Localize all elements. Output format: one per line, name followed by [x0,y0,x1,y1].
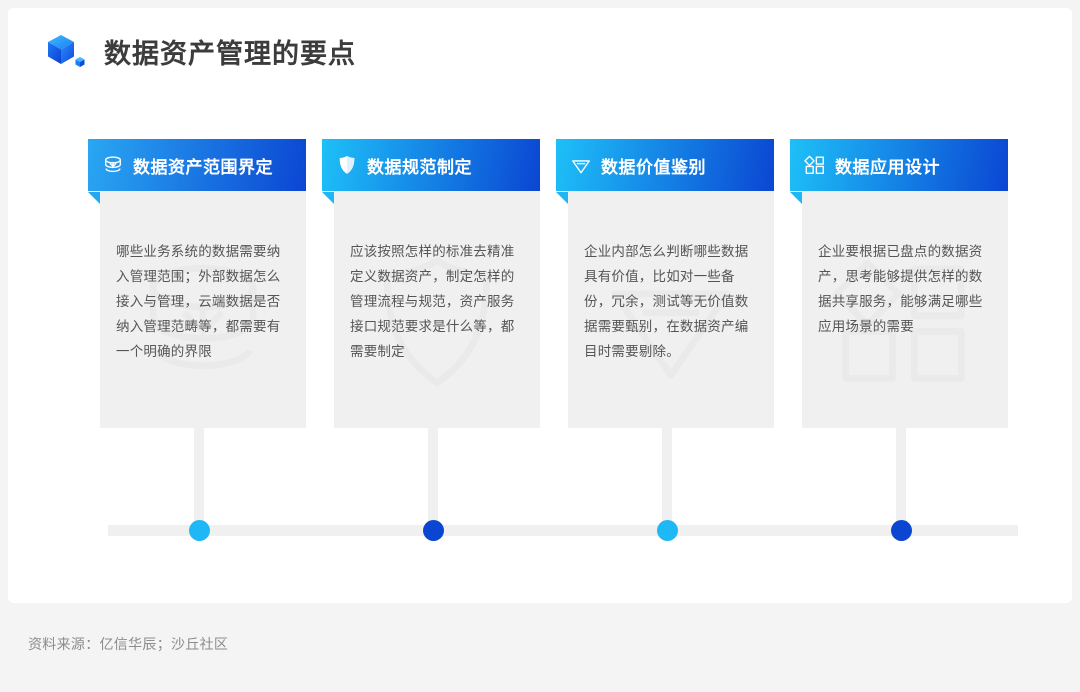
diamond-gem-icon [570,154,592,176]
card-1[interactable]: 数据资产范围界定 哪些业务系统的数据需要纳入管理范围；外部数据怎么接入 [88,139,306,429]
card-4-ribbon: 数据应用设计 [790,139,1008,191]
connector-4 [896,428,906,528]
blocks-grid-icon [804,154,826,176]
card-4-body: 企业要根据已盘点的数据资产，思考能够提供怎样的数据共享服务，能够满足哪些应用场景… [802,191,1008,428]
database-stack-icon [102,154,124,176]
card-1-title: 数据资产范围界定 [133,157,273,177]
card-1-ribbon: 数据资产范围界定 [88,139,306,191]
card-3-text: 企业内部怎么判断哪些数据具有价值，比如对一些备份，冗余，测试等无价值数据需要甄别… [584,244,749,359]
source-note: 资料来源：亿信华辰；沙丘社区 [28,636,229,652]
slide-canvas: 数据资产管理的要点 数据资产范围界定 [8,8,1072,603]
card-3-body: 企业内部怎么判断哪些数据具有价值，比如对一些备份，冗余，测试等无价值数据需要甄别… [568,191,774,428]
card-1-text: 哪些业务系统的数据需要纳入管理范围；外部数据怎么接入与管理，云端数据是否纳入管理… [116,244,281,359]
cards-row: 数据资产范围界定 哪些业务系统的数据需要纳入管理范围；外部数据怎么接入 [88,139,1018,429]
timeline-dot-4[interactable] [891,520,912,541]
page-title: 数据资产管理的要点 [104,38,356,69]
card-3-fold [556,191,568,204]
card-2[interactable]: 数据规范制定 应该按照怎样的标准去精准定义数据资产，制定怎样的管理流程与规范，资… [322,139,540,429]
card-1-body: 哪些业务系统的数据需要纳入管理范围；外部数据怎么接入与管理，云端数据是否纳入管理… [100,191,306,428]
card-3[interactable]: 数据价值鉴别 企业内部怎么判断哪些数据具有价值，比如对一些备份，冗余，测试等无价… [556,139,774,429]
timeline-dot-3[interactable] [657,520,678,541]
connector-3 [662,428,672,528]
connector-1 [194,428,204,528]
card-2-fold [322,191,334,204]
card-4-fold [790,191,802,204]
slide-header: 数据资产管理的要点 [44,32,356,76]
card-4-title: 数据应用设计 [835,157,940,177]
card-2-ribbon: 数据规范制定 [322,139,540,191]
card-4[interactable]: 数据应用设计 企业要根据已盘点的数据资产，思考能够提供怎样的数据共享服 [790,139,1008,429]
blue-cube-logo-icon [44,32,88,76]
connector-2 [428,428,438,528]
shield-icon [336,154,358,176]
timeline-dot-1[interactable] [189,520,210,541]
timeline-dot-2[interactable] [423,520,444,541]
card-2-body: 应该按照怎样的标准去精准定义数据资产，制定怎样的管理流程与规范，资产服务接口规范… [334,191,540,428]
card-2-title: 数据规范制定 [367,157,472,177]
card-1-fold [88,191,100,204]
card-4-text: 企业要根据已盘点的数据资产，思考能够提供怎样的数据共享服务，能够满足哪些应用场景… [818,244,983,334]
card-2-text: 应该按照怎样的标准去精准定义数据资产，制定怎样的管理流程与规范，资产服务接口规范… [350,244,515,359]
card-3-ribbon: 数据价值鉴别 [556,139,774,191]
timeline-bar [108,525,1018,536]
card-3-title: 数据价值鉴别 [601,157,706,177]
